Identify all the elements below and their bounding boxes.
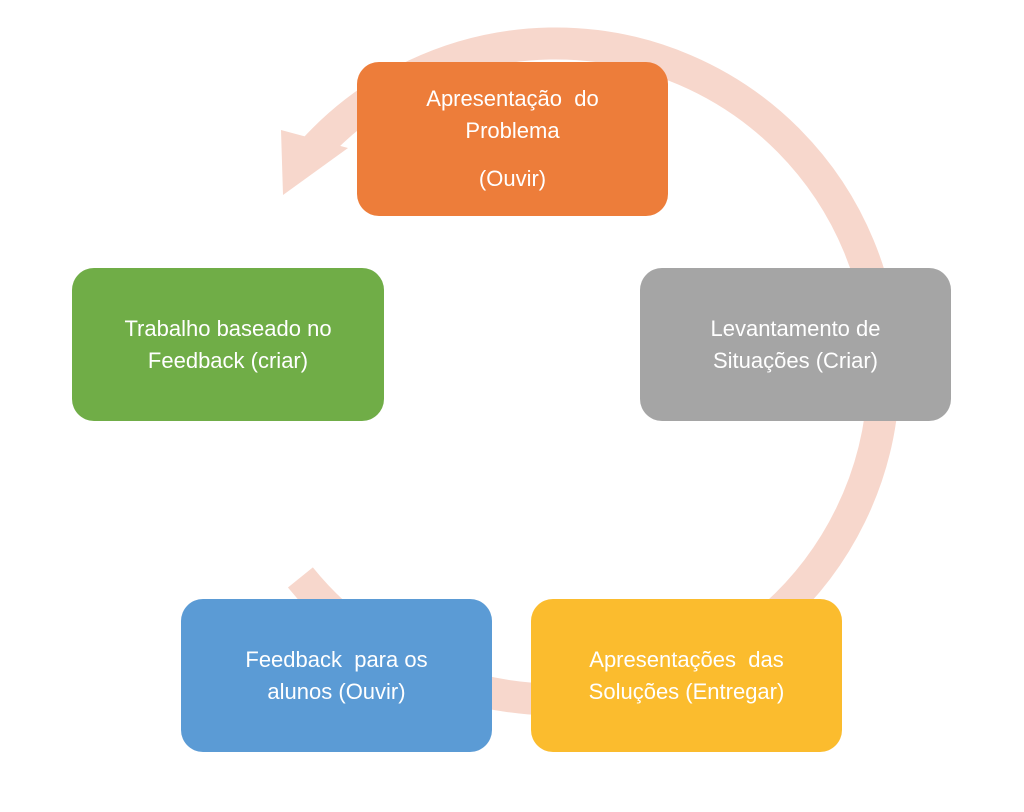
step-solutions-line-2: Soluções (Entregar): [588, 678, 785, 704]
step-situations-line-2: Situações (Criar): [712, 347, 879, 373]
step-rework-line-1: Trabalho baseado no: [124, 315, 332, 341]
cycle-arrowhead: [281, 130, 348, 195]
step-rework-box: Trabalho baseado no Feedback (criar): [72, 268, 384, 421]
step-feedback-line-1: Feedback para os: [245, 646, 428, 672]
step-problem-line-1: Apresentação do: [426, 86, 599, 111]
step-solutions-box: Apresentações das Soluções (Entregar): [531, 599, 842, 752]
step-problem-line-3: (Ouvir): [478, 166, 547, 191]
step-solutions-line-1: Apresentações das: [589, 646, 784, 672]
step-feedback-line-2: alunos (Ouvir): [267, 678, 406, 704]
step-problem-box: Apresentação do Problema (Ouvir): [357, 62, 668, 216]
step-problem-line-2: Problema: [465, 118, 560, 143]
step-feedback-box: Feedback para os alunos (Ouvir): [181, 599, 492, 752]
step-situations-line-1: Levantamento de: [710, 315, 881, 341]
step-rework-line-2: Feedback (criar): [147, 347, 309, 373]
step-situations-box: Levantamento de Situações (Criar): [640, 268, 951, 421]
